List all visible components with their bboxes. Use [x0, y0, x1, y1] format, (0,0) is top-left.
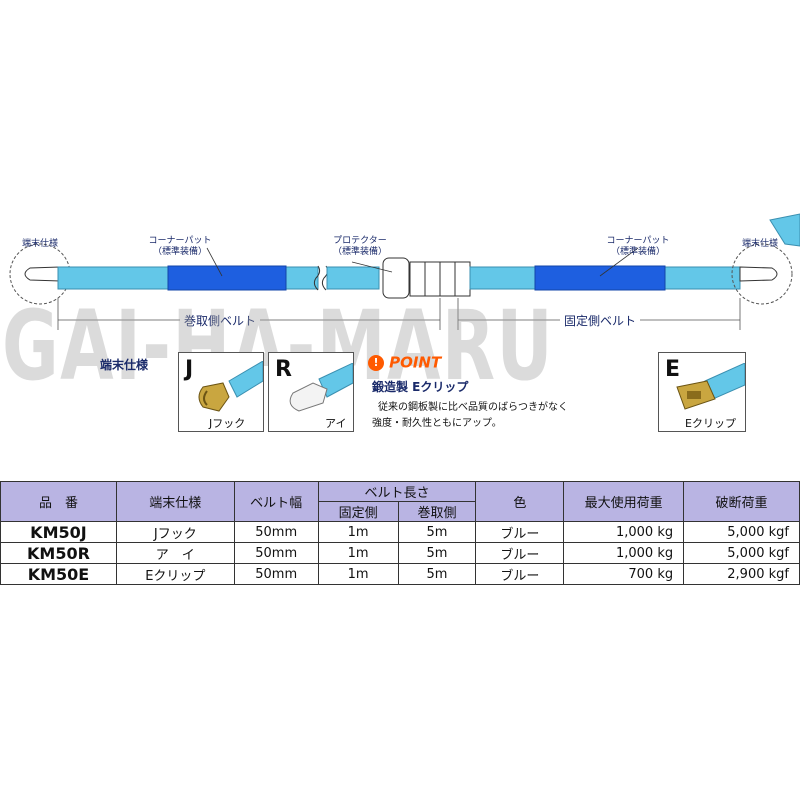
cell-winding: 5m — [397, 563, 477, 585]
cell-end: ア イ — [115, 542, 235, 564]
cell-code: KM50J — [0, 521, 117, 543]
terminal-option-r: R アイ — [268, 352, 354, 432]
cell-fixed: 1m — [317, 521, 399, 543]
belt-break — [313, 265, 321, 291]
header-break-load: 破断荷重 — [683, 481, 800, 522]
winding-belt-2 — [326, 266, 380, 290]
belt-diagram — [9, 213, 800, 330]
cell-fixed: 1m — [317, 542, 399, 564]
end-circle-right — [731, 243, 793, 305]
table-row: KM50R ア イ 50mm 1m 5m ブルー 1,000 kg 5,000 … — [0, 542, 800, 564]
cell-code: KM50R — [0, 542, 117, 564]
cell-color: ブルー — [475, 563, 565, 585]
protector-callout: プロテクター （標準装備） — [320, 236, 400, 258]
cell-winding: 5m — [397, 542, 477, 564]
end-spec-label-left: 端末仕様 — [22, 239, 59, 249]
corner-pad-right — [534, 265, 666, 291]
protector-sub: （標準装備） — [332, 247, 387, 257]
winding-belt-label: 巻取側ベルト — [180, 312, 261, 329]
header-length: ベルト長さ — [317, 481, 477, 502]
option-letter-e: E — [665, 357, 681, 382]
spec-table: 品 番 端末仕様 ベルト幅 ベルト長さ 色 最大使用荷重 破断荷重 固定側 巻取… — [0, 481, 800, 585]
eye-loop-icon — [289, 363, 353, 412]
terminal-option-e: E Eクリップ — [658, 352, 746, 432]
table-row: KM50J Jフック 50mm 1m 5m ブルー 1,000 kg 5,000… — [0, 521, 800, 543]
header-winding: 巻取側 — [397, 501, 477, 522]
cell-max-load: 700 kg — [563, 563, 685, 585]
j-hook-icon — [198, 361, 263, 412]
cell-color: ブルー — [475, 542, 565, 564]
belt-end-top-right — [769, 213, 800, 247]
protector — [382, 257, 410, 299]
point-line-1: 従来の鋼板製に比べ品質のばらつきがなく — [378, 402, 568, 413]
cell-break-load: 5,000 kgf — [683, 521, 800, 543]
protector-label: プロテクター — [333, 236, 387, 246]
cell-code: KM50E — [0, 563, 117, 585]
point-label: POINT — [389, 353, 442, 372]
point-icon: ! — [368, 354, 384, 371]
header-width: ベルト幅 — [233, 481, 319, 522]
corner-pad-left-label: コーナーパット — [148, 236, 212, 246]
cell-break-load: 5,000 kgf — [683, 542, 800, 564]
cell-color: ブルー — [475, 521, 565, 543]
terminal-section-title: 端末仕様 — [100, 358, 149, 372]
end-spec-label-right: 端末仕様 — [742, 239, 779, 249]
cell-width: 50mm — [233, 521, 319, 543]
point-title: 鍛造製 Eクリップ — [372, 380, 469, 394]
eye-loop-right — [739, 266, 778, 282]
point-line-2: 強度・耐久性ともにアップ。 — [372, 418, 502, 429]
header-color: 色 — [475, 481, 565, 522]
corner-pad-right-sub: （標準装備） — [610, 247, 665, 257]
corner-pad-right-callout: コーナーパット （標準装備） — [598, 236, 678, 258]
cell-max-load: 1,000 kg — [563, 542, 685, 564]
cell-winding: 5m — [397, 521, 477, 543]
point-badge: ! POINT — [368, 352, 441, 372]
table-subheader-row: 固定側 巻取側 — [1, 501, 800, 522]
e-clip-icon — [676, 363, 745, 410]
option-letter-j: J — [185, 357, 194, 382]
eye-loop-left — [24, 266, 61, 282]
option-caption-r: アイ — [325, 417, 347, 430]
cell-max-load: 1,000 kg — [563, 521, 685, 543]
cell-end: Eクリップ — [115, 563, 235, 585]
corner-pad-left-callout: コーナーパット （標準装備） — [140, 236, 220, 258]
header-max-load: 最大使用荷重 — [563, 481, 685, 522]
cell-end: Jフック — [115, 521, 235, 543]
corner-pad-left-sub: （標準装備） — [152, 247, 207, 257]
header-code: 品 番 — [0, 481, 117, 522]
corner-pad-left — [167, 265, 287, 291]
table-row: KM50E Eクリップ 50mm 1m 5m ブルー 700 kg 2,900 … — [0, 563, 800, 585]
option-caption-j: Jフック — [209, 417, 246, 430]
cell-width: 50mm — [233, 542, 319, 564]
table-header-row: 品 番 端末仕様 ベルト幅 ベルト長さ 色 最大使用荷重 破断荷重 — [0, 481, 800, 522]
cell-fixed: 1m — [317, 563, 399, 585]
header-fixed: 固定側 — [317, 501, 399, 522]
option-letter-r: R — [275, 357, 292, 382]
cell-width: 50mm — [233, 563, 319, 585]
terminal-option-j: J Jフック — [178, 352, 264, 432]
cell-break-load: 2,900 kgf — [683, 563, 800, 585]
fixed-belt-label: 固定側ベルト — [560, 312, 641, 329]
option-caption-e: Eクリップ — [685, 417, 736, 430]
corner-pad-right-label: コーナーパット — [606, 236, 670, 246]
header-end: 端末仕様 — [115, 481, 235, 522]
